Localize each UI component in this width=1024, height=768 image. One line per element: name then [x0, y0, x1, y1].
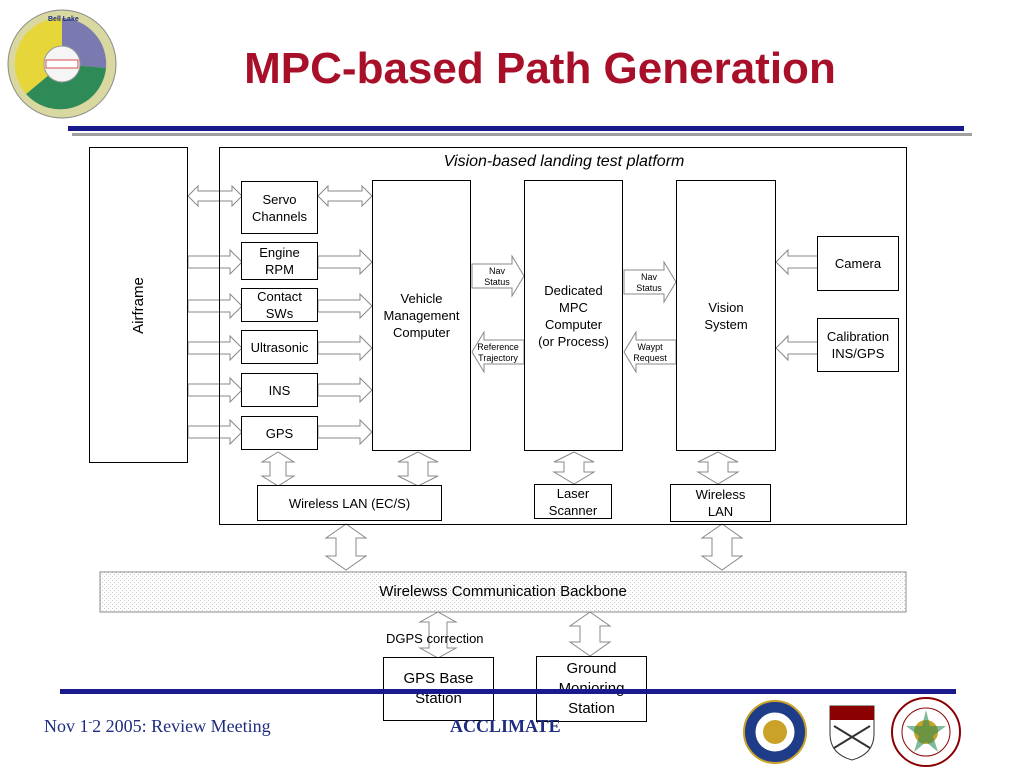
university-seal-1-icon	[742, 699, 808, 765]
footer-date-sup: -	[88, 716, 93, 728]
slide-title: MPC-based Path Generation	[244, 44, 836, 93]
footer-date-tail: 2 2005: Review Meeting	[92, 716, 271, 736]
dgps-correction-label: DGPS correction	[386, 631, 484, 646]
university-seal-2-icon	[890, 696, 962, 768]
bottom-rule	[60, 689, 956, 694]
footer-date-main: Nov 1	[44, 716, 89, 736]
camera-box: Camera	[817, 236, 899, 291]
vision-system-box: Vision System	[676, 180, 776, 451]
program-logo: Bell Lake	[6, 8, 118, 120]
wireless-lan-box: Wireless LAN	[670, 484, 771, 522]
mpc-computer-box: Dedicated MPC Computer (or Process)	[524, 180, 623, 451]
top-rule	[68, 126, 964, 131]
platform-label: Vision-based landing test platform	[443, 153, 685, 170]
engine-rpm-box: Engine RPM	[241, 242, 318, 280]
communication-backbone-label: Wirelewss Communication Backbone	[379, 583, 627, 600]
vehicle-management-computer-box: Vehicle Management Computer	[372, 180, 471, 451]
ultrasonic-box: Ultrasonic	[241, 330, 318, 364]
logo-lettering: Bell Lake	[48, 16, 79, 23]
airframe-block: Airframe	[89, 147, 188, 463]
contact-sws-box: Contact SWs	[241, 288, 318, 322]
waypt-request-label: Waypt Request	[633, 342, 667, 363]
nav-status-label-1: Nav Status	[484, 266, 510, 287]
servo-channels-box: Servo Channels	[241, 181, 318, 234]
university-shield-icon	[820, 700, 884, 764]
footer-project: ACCLIMATE	[450, 716, 561, 736]
reference-trajectory-label: Reference Trajectory	[477, 342, 519, 363]
test-platform-frame	[219, 147, 907, 525]
laser-scanner-box: Laser Scanner	[534, 484, 612, 519]
footer-date: Nov 1-2 2005: Review Meeting	[44, 716, 271, 737]
calibration-ins-gps-box: Calibration INS/GPS	[817, 318, 899, 372]
nav-status-label-2: Nav Status	[636, 272, 662, 293]
top-rule-shadow	[72, 133, 972, 136]
wireless-lan-ecs-box: Wireless LAN (EC/S)	[257, 485, 442, 521]
gps-box: GPS	[241, 416, 318, 450]
program-logo-icon	[7, 9, 117, 119]
ins-box: INS	[241, 373, 318, 407]
airframe-label: Airframe	[130, 276, 147, 334]
